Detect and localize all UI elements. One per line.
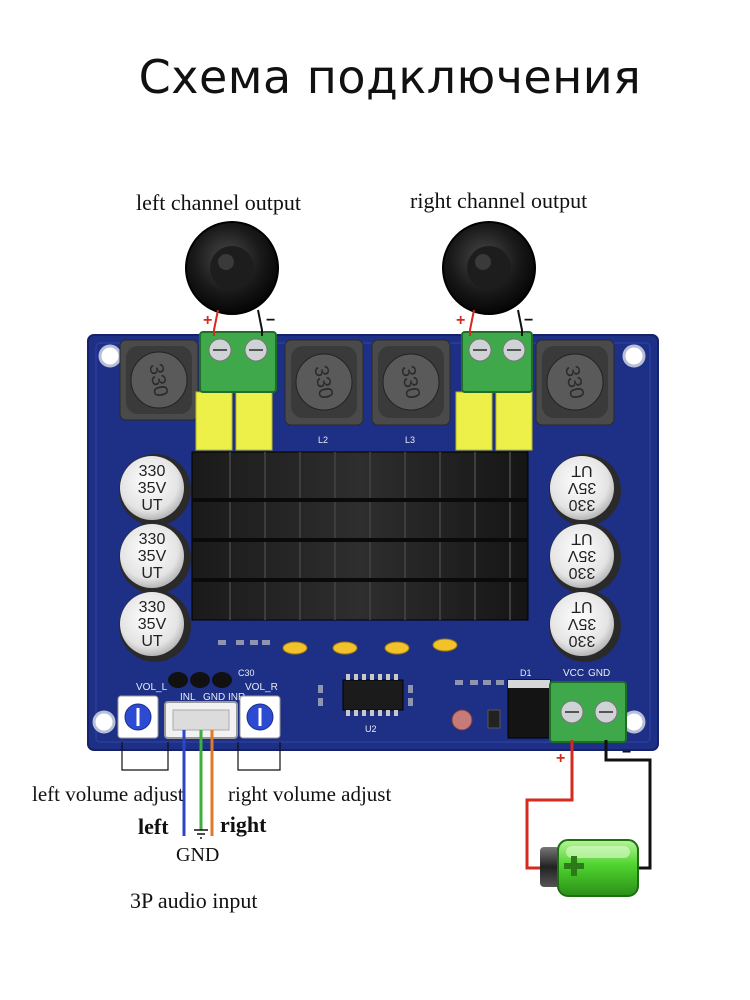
right-speaker-icon (442, 221, 536, 315)
transistor-icon (168, 672, 232, 688)
svg-text:UT: UT (571, 530, 593, 547)
inductor-icon: 330 (371, 339, 451, 426)
right-output-terminal (461, 331, 533, 393)
left-input-label: left (138, 814, 169, 839)
svg-text:35V: 35V (567, 615, 596, 632)
svg-text:UT: UT (571, 462, 593, 479)
svg-text:INR: INR (228, 692, 245, 703)
electrolytic-capacitor-icon: 330 35V UT (549, 522, 621, 594)
inductor-icon: 330 (284, 339, 364, 426)
svg-text:VOL_L: VOL_L (136, 682, 168, 693)
left-volume-potentiometer[interactable] (117, 695, 159, 739)
right-input-label: right (220, 812, 267, 837)
svg-text:330: 330 (139, 599, 166, 616)
svg-text:330: 330 (569, 564, 596, 581)
audio-input-label: 3P audio input (130, 888, 258, 913)
svg-text:UT: UT (571, 598, 593, 615)
svg-text:L3: L3 (405, 435, 415, 445)
right-volume-potentiometer[interactable] (239, 695, 281, 739)
svg-text:VOL_R: VOL_R (245, 682, 278, 693)
power-plus-sign: + (556, 750, 566, 767)
heatsink (191, 451, 529, 621)
electrolytic-capacitor-icon: 330 35V UT (119, 454, 191, 526)
svg-text:35V: 35V (138, 616, 167, 633)
svg-text:C30: C30 (238, 668, 255, 678)
inductor-icon: 330 (535, 339, 615, 426)
right-output-label: right channel output (410, 188, 588, 213)
svg-text:35V: 35V (567, 547, 596, 564)
left-output-label: left channel output (136, 190, 301, 215)
left-volume-label: left volume adjust (32, 782, 184, 806)
svg-text:GND: GND (203, 692, 225, 703)
power-input-terminal[interactable] (549, 681, 627, 743)
gnd-label: GND (176, 844, 220, 866)
svg-text:330: 330 (569, 496, 596, 513)
left-minus-sign: − (266, 312, 276, 329)
inductor-icon: 330 (119, 339, 199, 421)
ic-chip (342, 674, 404, 716)
electrolytic-capacitor-icon: 330 35V UT (119, 522, 191, 594)
svg-text:35V: 35V (567, 479, 596, 496)
mounting-hole-icon (92, 344, 646, 734)
svg-text:UT: UT (141, 633, 163, 650)
left-output-terminal (199, 331, 277, 393)
battery-icon (540, 839, 639, 897)
right-volume-label: right volume adjust (228, 782, 392, 806)
svg-text:35V: 35V (138, 480, 167, 497)
electrolytic-capacitor-icon: 330 35V UT (549, 590, 621, 662)
svg-text:330: 330 (569, 632, 596, 649)
svg-text:35V: 35V (138, 548, 167, 565)
svg-text:L2: L2 (318, 435, 328, 445)
right-plus-sign: + (456, 312, 466, 329)
audio-input-connector[interactable] (164, 701, 238, 739)
svg-text:330: 330 (139, 463, 166, 480)
svg-text:U2: U2 (365, 724, 377, 734)
left-speaker-icon (185, 221, 279, 315)
right-minus-sign: − (524, 312, 534, 329)
svg-text:D1: D1 (520, 668, 532, 678)
svg-text:UT: UT (141, 565, 163, 582)
electrolytic-capacitor-icon: 330 35V UT (549, 454, 621, 526)
power-minus-sign: − (622, 744, 632, 761)
svg-text:UT: UT (141, 497, 163, 514)
svg-text:VCC: VCC (563, 668, 584, 679)
left-plus-sign: + (203, 312, 213, 329)
page-title: Схема подключения (138, 50, 642, 104)
svg-text:330: 330 (139, 531, 166, 548)
svg-text:GND: GND (588, 668, 610, 679)
svg-text:INL: INL (180, 692, 196, 703)
electrolytic-capacitor-icon: 330 35V UT (119, 590, 191, 662)
